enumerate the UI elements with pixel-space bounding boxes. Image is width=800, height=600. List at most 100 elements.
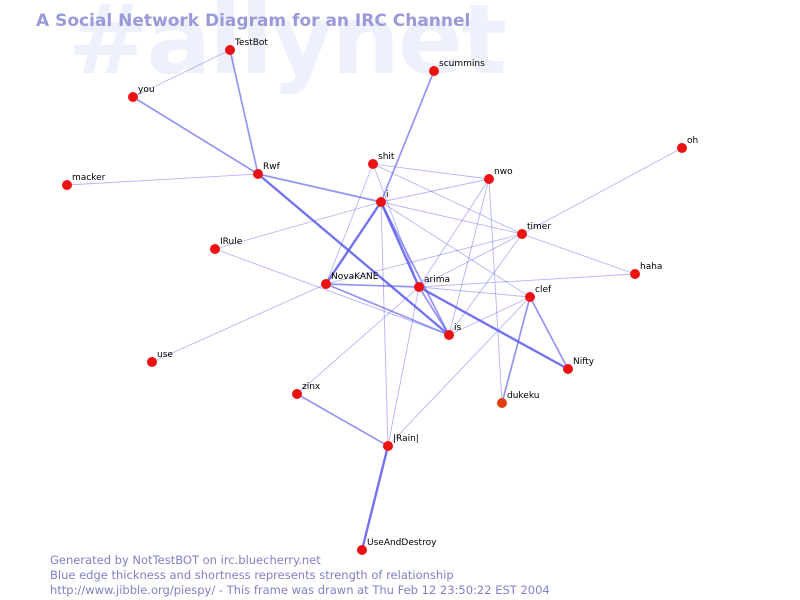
node-timer: timer <box>517 222 551 239</box>
node-dot <box>376 197 386 207</box>
node-dot <box>563 364 573 374</box>
edge-macker-rwf <box>66 173 259 186</box>
node-label: Nifty <box>573 357 595 367</box>
node-dot <box>62 180 72 190</box>
node-useanddestroy: UseAndDestroy <box>357 538 437 555</box>
node-arima: arima <box>414 275 450 292</box>
edge-rwf-i <box>257 173 382 203</box>
node-clef: clef <box>525 285 552 302</box>
node-layer: TestBot you scummins oh macker Rwf shit nwo i tim… <box>62 38 698 555</box>
edge-testbot-rwf <box>229 49 259 175</box>
edge-i-clef <box>380 201 531 298</box>
edge-novakane-use <box>151 283 327 363</box>
node-label: NovaKANE <box>331 272 379 282</box>
node-dot <box>321 279 331 289</box>
node-label: dukeku <box>507 391 539 401</box>
footer-generated-by: Generated by NotTestBOT on irc.bluecherr… <box>50 553 321 567</box>
edge-arima-clef <box>418 286 531 298</box>
node-dot <box>357 545 367 555</box>
node-dot <box>484 174 494 184</box>
edge-timer-novakane <box>325 233 523 285</box>
edge-clef-nifty <box>529 296 569 370</box>
node-dot <box>253 169 263 179</box>
edge-clef-rain <box>387 296 531 447</box>
edge-scummins-i <box>380 70 435 203</box>
node-dot <box>525 292 535 302</box>
node-rain: |Rain| <box>383 434 419 451</box>
edge-shit-arima <box>372 163 420 288</box>
edge-irule-is <box>214 248 450 336</box>
node-dot <box>292 389 302 399</box>
node-rwf: Rwf <box>253 162 281 179</box>
node-label: clef <box>535 285 552 295</box>
node-dot <box>383 441 393 451</box>
edge-oh-timer <box>521 147 683 235</box>
node-label: UseAndDestroy <box>367 538 437 548</box>
edge-arima-zinx <box>296 286 420 395</box>
edge-shit-nwo <box>372 163 490 180</box>
node-dot <box>429 66 439 76</box>
node-label: haha <box>640 262 662 272</box>
footer: Generated by NotTestBOT on irc.bluecherr… <box>50 553 550 598</box>
edge-arima-rain <box>387 286 420 447</box>
edge-arima-is <box>418 286 450 336</box>
node-you: you <box>128 85 155 102</box>
edge-timer-arima <box>418 233 523 288</box>
node-dot <box>210 244 220 254</box>
footer-frame-info: http://www.jibble.org/piespy/ - This fra… <box>50 583 550 597</box>
node-dot <box>225 45 235 55</box>
edge-i-irule <box>214 201 382 250</box>
node-shit: shit <box>368 152 395 169</box>
node-dot <box>368 159 378 169</box>
edge-shit-novakane <box>325 163 374 285</box>
node-dot <box>497 398 507 408</box>
node-label: oh <box>687 136 698 146</box>
node-dot <box>630 269 640 279</box>
node-label: shit <box>378 152 395 162</box>
node-label: macker <box>72 173 106 183</box>
node-label: TestBot <box>234 38 268 48</box>
edge-novakane-arima <box>325 283 420 288</box>
edge-clef-is <box>448 296 531 336</box>
node-testbot: TestBot <box>225 38 268 55</box>
edge-i-rain <box>380 201 389 447</box>
edge-i-novakane <box>324 200 383 286</box>
node-label: is <box>454 323 462 333</box>
edge-arima-nifty <box>417 285 570 371</box>
edge-nwo-dukeku <box>488 178 503 404</box>
node-dukeku: dukeku <box>497 391 539 408</box>
node-label: zinx <box>302 382 321 392</box>
node-scummins: scummins <box>429 59 485 76</box>
edge-rain-useanddestroy <box>360 444 390 552</box>
node-label: IRule <box>220 237 243 247</box>
node-use: use <box>147 350 173 367</box>
node-label: use <box>157 350 173 360</box>
node-i: i <box>376 190 389 207</box>
node-label: scummins <box>439 59 485 69</box>
node-label: nwo <box>494 167 513 177</box>
node-nwo: nwo <box>484 167 513 184</box>
node-zinx: zinx <box>292 382 321 399</box>
node-nifty: Nifty <box>563 357 595 374</box>
edge-i-timer <box>380 201 523 235</box>
node-haha: haha <box>630 262 662 279</box>
node-is: is <box>444 323 462 340</box>
diagram-title: A Social Network Diagram for an IRC Chan… <box>36 11 471 31</box>
edge-arima-haha <box>418 273 636 288</box>
node-dot <box>517 229 527 239</box>
node-macker: macker <box>62 173 106 190</box>
node-dot <box>147 357 157 367</box>
node-novakane: NovaKANE <box>321 272 379 289</box>
node-label: |Rain| <box>393 434 419 444</box>
edge-layer <box>66 49 683 552</box>
node-label: timer <box>527 222 551 232</box>
node-dot <box>444 330 454 340</box>
node-dot <box>128 92 138 102</box>
node-irule: IRule <box>210 237 243 254</box>
node-oh: oh <box>677 136 698 153</box>
edge-nwo-arima <box>418 178 490 288</box>
node-dot <box>414 282 424 292</box>
edge-novakane-is <box>325 283 450 336</box>
